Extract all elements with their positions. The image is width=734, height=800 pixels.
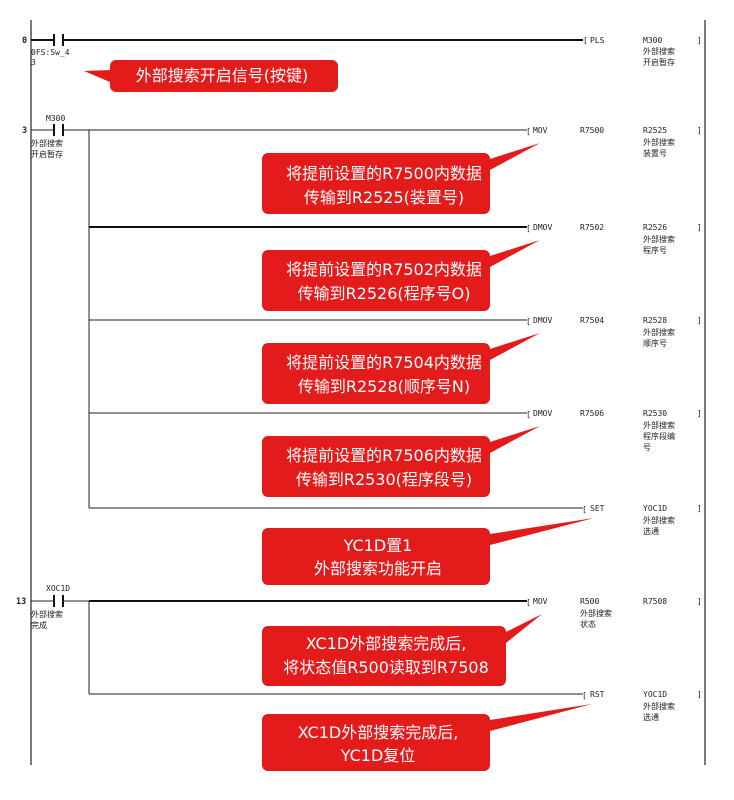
- svg-text:[: [: [526, 127, 531, 136]
- instruction-close-bracket: ]: [697, 36, 702, 45]
- callout-6: XC1D外部搜索完成后, 将状态值R500读取到R7508: [262, 614, 542, 686]
- svg-text:[: [: [582, 691, 587, 700]
- source-device: R7500: [580, 126, 604, 135]
- svg-text:]: ]: [697, 223, 702, 232]
- destination-comment: 顺序号: [643, 338, 667, 348]
- instruction-label: SET: [590, 504, 605, 513]
- svg-text:]: ]: [697, 409, 702, 418]
- contact-name: M300: [46, 114, 65, 123]
- svg-text:]: ]: [697, 316, 702, 325]
- callout-1: 将提前设置的R7500内数据 传输到R2525(装置号): [262, 143, 540, 214]
- svg-text:]: ]: [697, 597, 702, 606]
- destination-comment: 号: [643, 443, 651, 452]
- callout-text: 传输到R2530(程序段号): [296, 470, 472, 489]
- callout-text: 将状态值R500读取到R7508: [283, 658, 489, 677]
- destination-comment: 程序号: [643, 245, 667, 255]
- destination-comment: 外部搜索: [643, 701, 675, 711]
- callout-text: YC1D复位: [340, 746, 416, 765]
- destination-comment: 外部搜索: [643, 515, 675, 525]
- contact-comment: 3: [31, 58, 36, 67]
- callout-7: XC1D外部搜索完成后, YC1D复位: [262, 704, 592, 771]
- destination-comment: 外部搜索: [643, 327, 675, 337]
- callout-text: 传输到R2528(顺序号N): [298, 377, 470, 396]
- rung-3: 3 M300 外部搜索 开启暂存 [ MOV R7500 R2525 外部搜索 …: [22, 114, 702, 536]
- svg-text:[: [: [526, 224, 531, 233]
- destination-comment: 选通: [643, 526, 659, 536]
- instruction-label: MOV: [533, 597, 548, 606]
- destination-device: YOC1D: [643, 690, 667, 699]
- instruction-label: MOV: [533, 126, 548, 135]
- svg-text:[: [: [526, 598, 531, 607]
- destination-device: R7508: [643, 597, 667, 606]
- source-device: R7502: [580, 223, 604, 232]
- contact-comment: 完成: [31, 620, 47, 630]
- source-device: R7504: [580, 316, 604, 325]
- callout-2: 将提前设置的R7502内数据 传输到R2526(程序号O): [262, 240, 540, 311]
- destination-comment: 外部搜索: [643, 420, 675, 430]
- instruction-label: RST: [590, 690, 605, 699]
- svg-text:]: ]: [697, 126, 702, 135]
- step-number: 0: [22, 36, 27, 46]
- svg-text:[: [: [526, 317, 531, 326]
- callout-text: 传输到R2526(程序号O): [298, 284, 471, 303]
- callout-text: YC1D置1: [343, 536, 413, 555]
- rung-13: 13 XOC1D 外部搜索 完成 [ MOV R500 外部搜索 状态 R750…: [16, 584, 702, 722]
- callout-text: 将提前设置的R7500内数据: [286, 164, 482, 183]
- callout-3: 将提前设置的R7504内数据 传输到R2528(顺序号N): [262, 333, 540, 404]
- svg-text:[: [: [526, 410, 531, 419]
- callout-text: 将提前设置的R7504内数据: [286, 353, 482, 372]
- callout-text: 将提前设置的R7506内数据: [286, 446, 482, 465]
- destination-comment: 外部搜索: [643, 234, 675, 244]
- contact-symbol: [53, 34, 64, 46]
- callout-4: 将提前设置的R7506内数据 传输到R2530(程序段号): [262, 426, 540, 497]
- source-comment: 外部搜索: [580, 608, 612, 618]
- contact-comment: 外部搜索: [31, 609, 63, 619]
- destination-device: M300: [643, 36, 662, 45]
- rung-0: 0 0FS:Sw_4 3 [ PLS M300 外部搜索 开启暂存 ]: [22, 34, 702, 67]
- callout-text: XC1D外部搜索完成后,: [306, 634, 467, 653]
- destination-device: R2525: [643, 126, 667, 135]
- destination-device: R2530: [643, 409, 667, 418]
- destination-device: R2526: [643, 223, 667, 232]
- contact-name: XOC1D: [46, 584, 70, 593]
- callout-text: XC1D外部搜索完成后,: [298, 723, 459, 742]
- source-device: R500: [580, 597, 599, 606]
- destination-comment: 外部搜索: [643, 46, 675, 56]
- callout-5: YC1D置1 外部搜索功能开启: [262, 518, 594, 585]
- instruction-label: DMOV: [533, 316, 552, 325]
- callout-0: 外部搜索开启信号(按键): [84, 60, 338, 92]
- destination-device: YOC1D: [643, 504, 667, 513]
- destination-comment: 开启暂存: [643, 57, 675, 67]
- svg-text:[: [: [582, 505, 587, 514]
- destination-comment: 外部搜索: [643, 137, 675, 147]
- callout-text: 外部搜索开启信号(按键): [136, 66, 309, 85]
- source-comment: 状态: [580, 619, 596, 629]
- instruction-bracket: [: [583, 36, 588, 45]
- instruction-label: DMOV: [533, 409, 552, 418]
- contact-name: 0FS:Sw_4: [31, 48, 70, 57]
- callout-text: 外部搜索功能开启: [314, 559, 442, 578]
- destination-comment: 装置号: [643, 148, 667, 158]
- step-number: 3: [22, 126, 27, 136]
- step-number: 13: [16, 597, 26, 607]
- contact-comment: 外部搜索: [31, 138, 63, 148]
- destination-comment: 选通: [643, 712, 659, 722]
- destination-comment: 程序段编: [643, 431, 675, 441]
- callout-text: 将提前设置的R7502内数据: [286, 260, 482, 279]
- destination-device: R2528: [643, 316, 667, 325]
- source-device: R7506: [580, 409, 604, 418]
- svg-text:]: ]: [697, 504, 702, 513]
- instruction-label: PLS: [590, 36, 605, 45]
- instruction-label: DMOV: [533, 223, 552, 232]
- svg-text:]: ]: [697, 690, 702, 699]
- contact-comment: 开启暂存: [31, 149, 63, 159]
- callout-text: 传输到R2525(装置号): [304, 188, 464, 207]
